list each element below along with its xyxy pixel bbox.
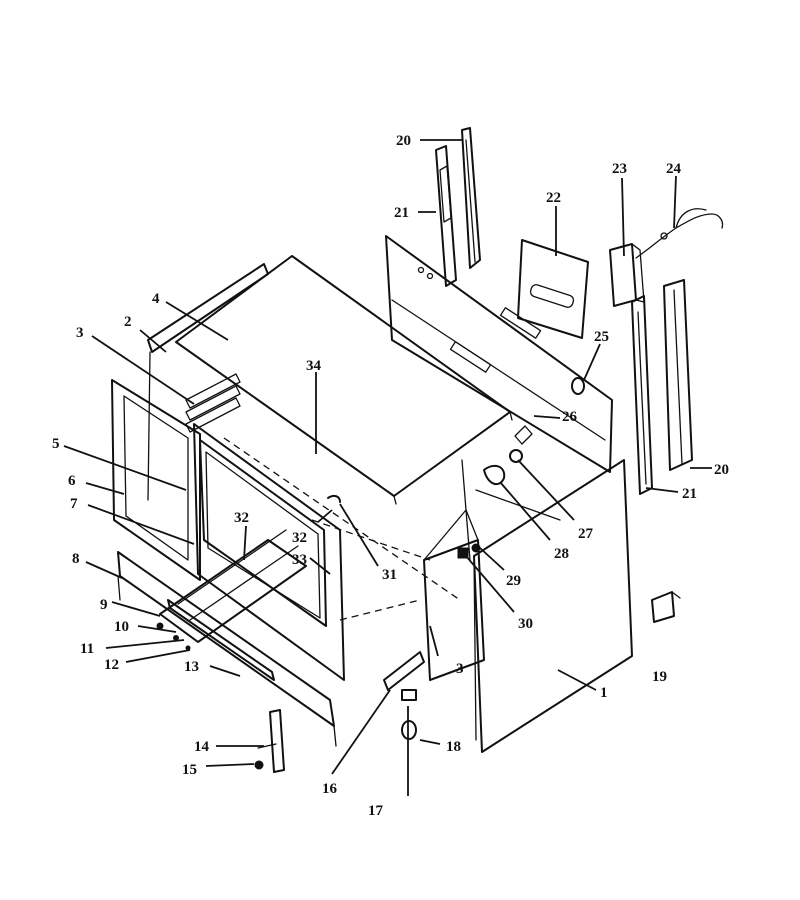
part-insulation-strips — [185, 373, 241, 433]
callout-9: 9 — [100, 597, 108, 613]
part-front-frame-left — [111, 379, 201, 581]
part-rear-channel-right — [663, 279, 693, 471]
part-side-rail-left — [435, 145, 457, 287]
part-drawer-hardware — [156, 622, 191, 651]
part-side-rail-right — [631, 295, 653, 495]
part-lower-drawer — [117, 551, 337, 747]
callout-22: 22 — [546, 190, 561, 206]
part-rear-channel-left — [461, 127, 481, 269]
part-rear-panel — [385, 235, 613, 473]
part-oven-rack — [159, 529, 307, 643]
callout-33: 33 — [292, 552, 307, 568]
callout-29: 29 — [506, 573, 521, 589]
callout-34: 34 — [306, 358, 322, 374]
callout-11: 11 — [80, 641, 94, 657]
callout-10: 10 — [114, 619, 129, 635]
callout-32a: 32 — [234, 510, 249, 526]
leader-lines — [63, 139, 712, 796]
callout-20a: 20 — [396, 133, 411, 149]
part-vent-plate — [517, 239, 589, 339]
callout-6: 6 — [68, 473, 76, 489]
part-small-components — [327, 425, 561, 561]
callout-25: 25 — [594, 329, 609, 345]
callout-30: 30 — [518, 616, 533, 632]
callout-23: 23 — [612, 161, 627, 177]
callout-4: 4 — [152, 291, 160, 307]
part-screw — [254, 760, 264, 770]
callout-28: 28 — [554, 546, 569, 562]
callout-12: 12 — [104, 657, 119, 673]
callout-21b: 21 — [682, 486, 697, 502]
callout-8: 8 — [72, 551, 80, 567]
part-leveling-foot — [383, 651, 425, 740]
callout-13: 13 — [184, 659, 199, 675]
callout-16: 16 — [322, 781, 338, 797]
part-right-side-box — [423, 509, 485, 681]
callout-19: 19 — [652, 669, 667, 685]
callout-21a: 21 — [394, 205, 409, 221]
callout-15: 15 — [182, 762, 197, 778]
callout-3b: 3 — [456, 661, 464, 677]
part-right-side-panel — [473, 459, 633, 753]
part-wire-harness — [635, 208, 724, 259]
part-grommet — [571, 377, 585, 395]
callout-17: 17 — [368, 803, 384, 819]
callout-31: 31 — [382, 567, 397, 583]
callout-1: 1 — [600, 685, 608, 701]
part-cavity-outline — [223, 437, 461, 621]
part-switch-box — [609, 243, 645, 307]
callout-3a: 3 — [76, 325, 84, 341]
callout-14: 14 — [194, 739, 210, 755]
callout-18: 18 — [446, 739, 461, 755]
callout-26: 26 — [562, 409, 578, 425]
part-small-bracket — [651, 591, 681, 623]
callout-27: 27 — [578, 526, 594, 542]
part-oven-door-frame — [193, 423, 345, 681]
part-left-side-panel — [147, 263, 269, 501]
callout-7: 7 — [70, 496, 78, 512]
callout-32b: 32 — [292, 530, 307, 546]
part-handle-bracket — [257, 709, 285, 773]
callout-labels: 1 2 3 3 4 5 6 7 8 9 10 11 12 13 14 15 16… — [52, 133, 729, 819]
callout-2: 2 — [124, 314, 132, 330]
callout-20b: 20 — [714, 462, 729, 478]
callout-5: 5 — [52, 436, 60, 452]
callout-24: 24 — [666, 161, 682, 177]
